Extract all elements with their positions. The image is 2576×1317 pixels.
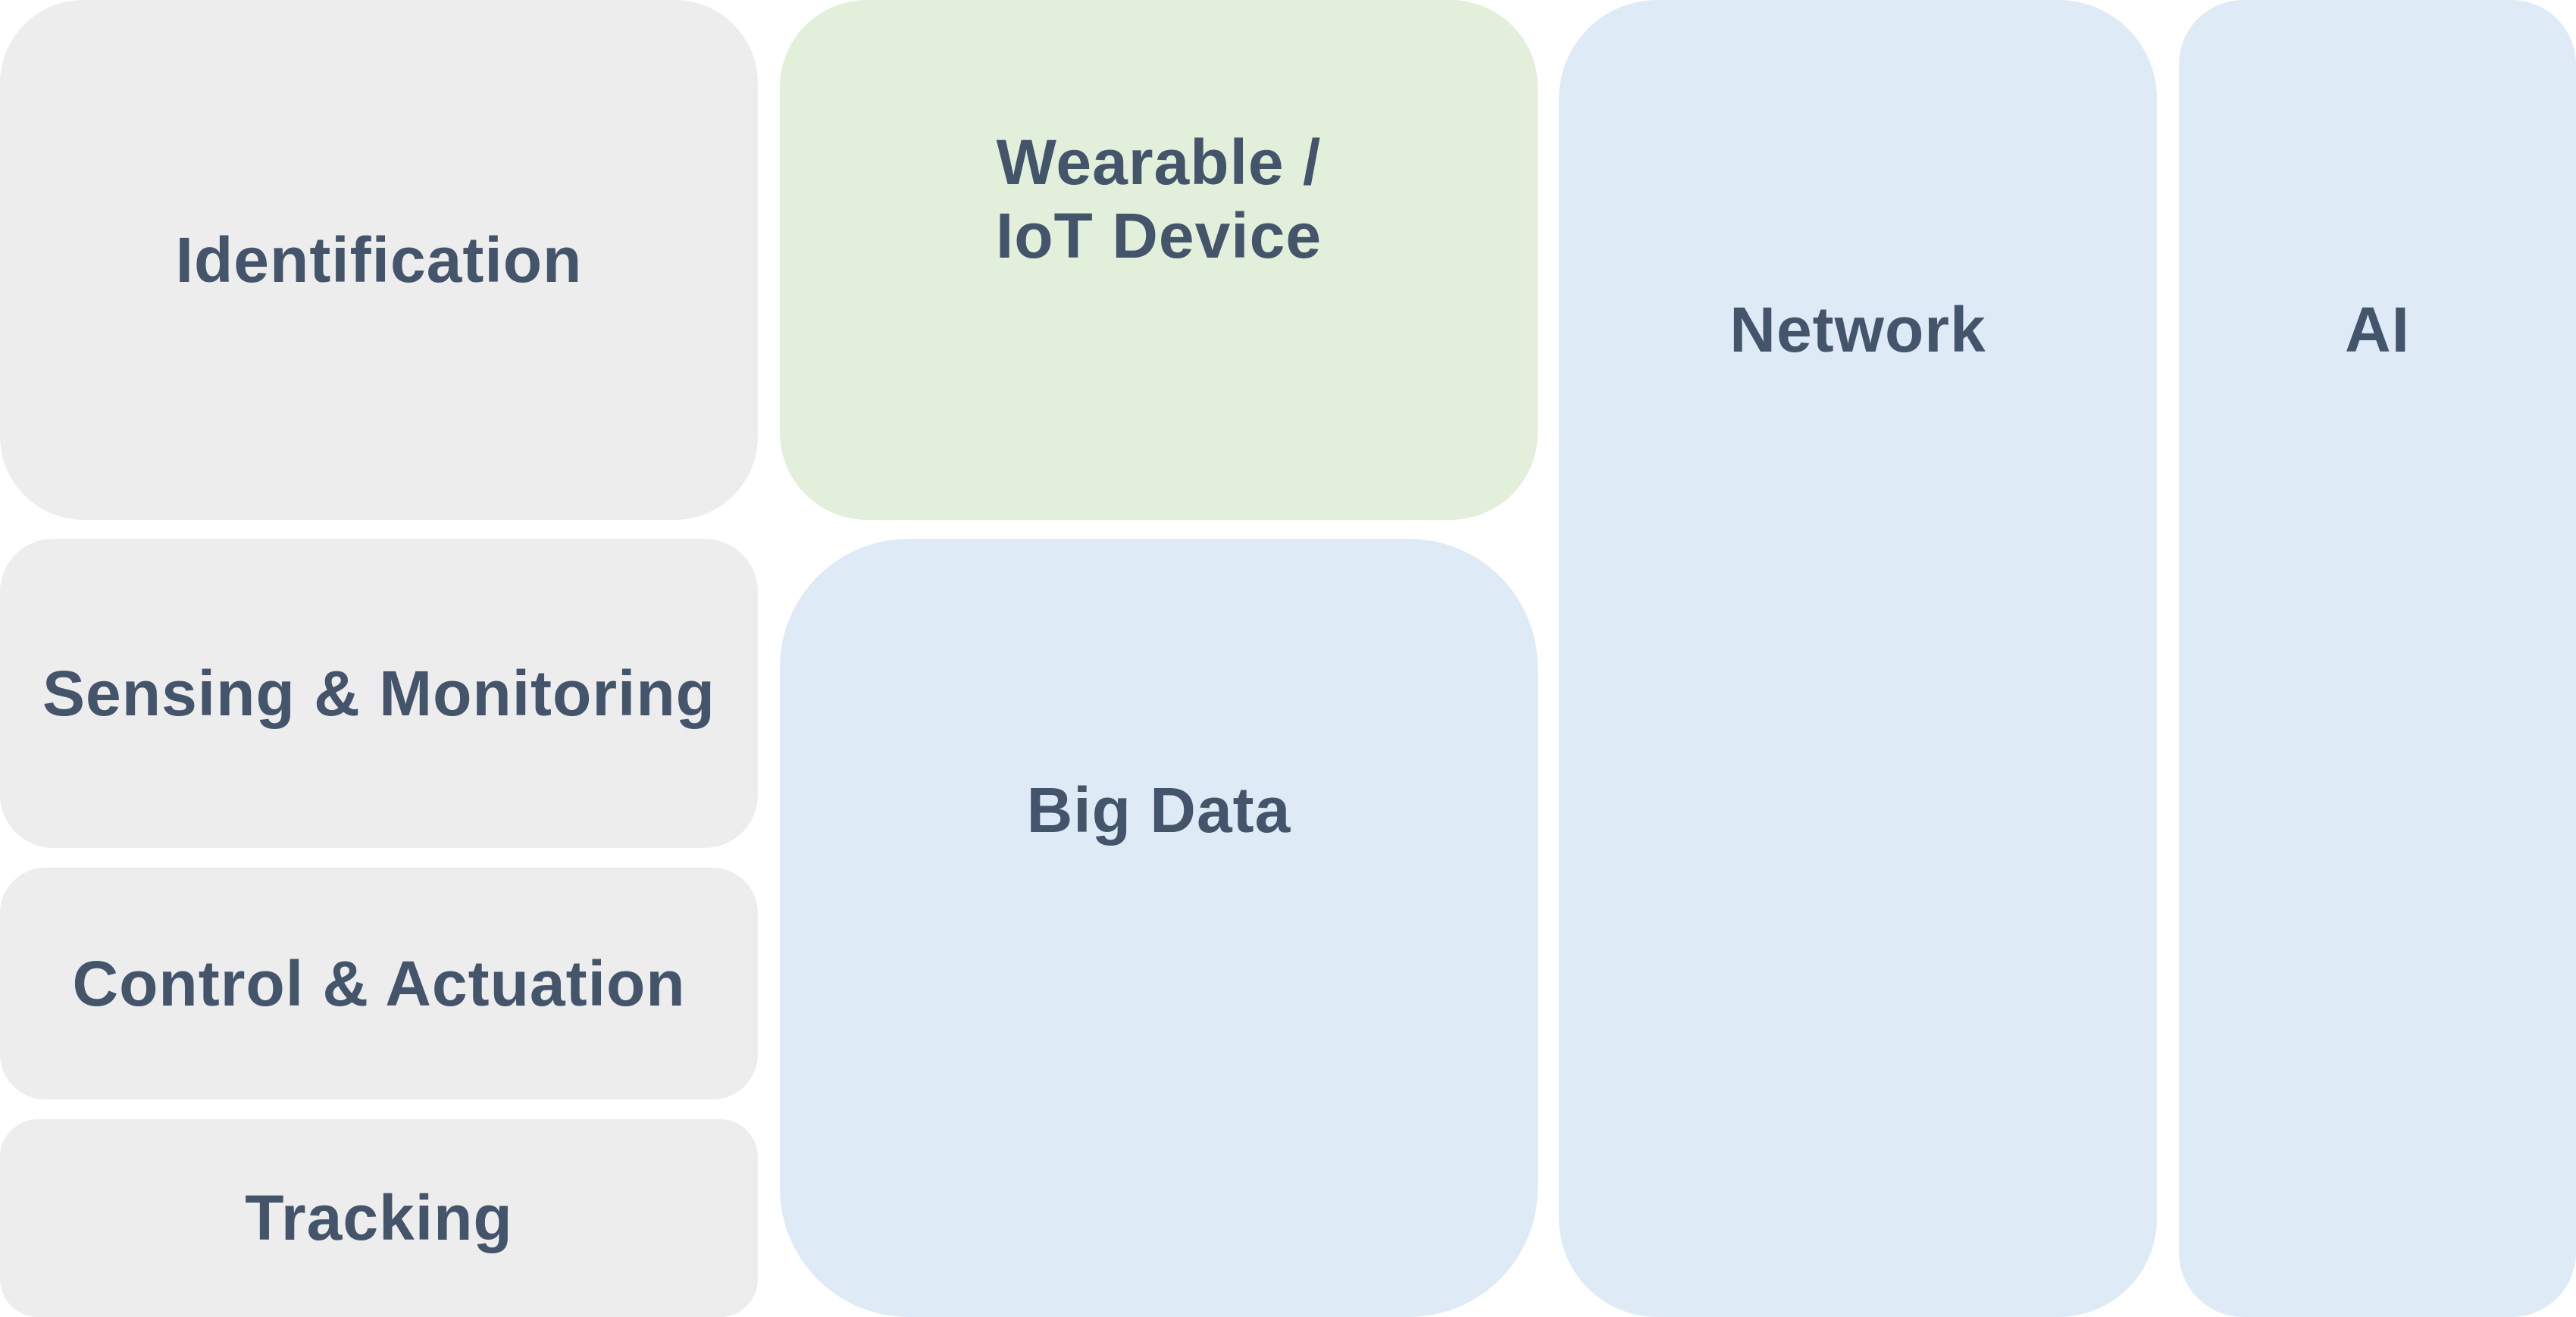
sensing-monitoring-label: Sensing & Monitoring xyxy=(42,657,715,729)
network-block: Network xyxy=(1559,0,2157,1317)
tracking-block: Tracking xyxy=(0,1119,758,1317)
network-label: Network xyxy=(1729,293,1986,365)
control-actuation-label: Control & Actuation xyxy=(72,947,686,1019)
sensing-monitoring-block: Sensing & Monitoring xyxy=(0,539,758,848)
identification-label: Identification xyxy=(175,224,583,296)
tracking-label: Tracking xyxy=(245,1182,513,1254)
wearable-iot-device-label: Wearable / IoT Device xyxy=(995,127,1322,271)
identification-block: Identification xyxy=(0,0,758,520)
ai-label: AI xyxy=(2345,293,2410,365)
control-actuation-block: Control & Actuation xyxy=(0,868,758,1100)
big-data-label: Big Data xyxy=(1026,774,1291,846)
big-data-block: Big Data xyxy=(780,539,1538,1317)
wearable-iot-device-block: Wearable / IoT Device xyxy=(780,0,1538,520)
ai-block: AI xyxy=(2179,0,2576,1317)
